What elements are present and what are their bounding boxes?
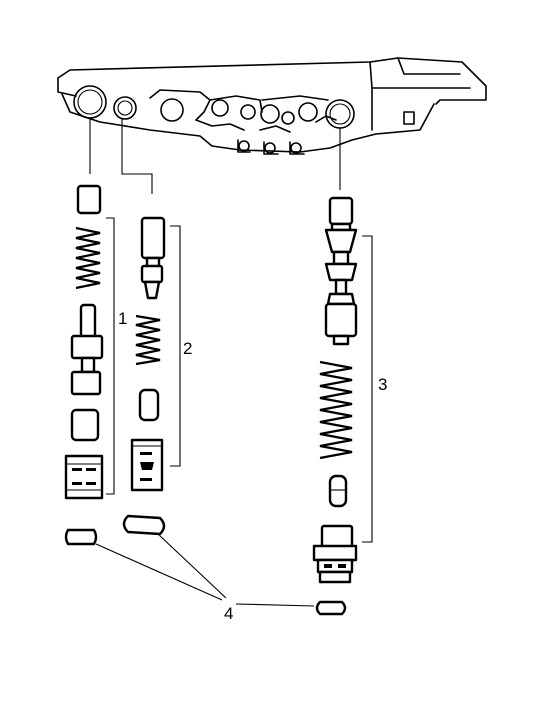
valve-stack-1 [64,184,115,500]
leader-lines [89,118,341,194]
callout-4: 4 [224,604,233,623]
bracket-1 [106,217,115,495]
seal-ring-2 [122,514,166,536]
valve-stack-3 [312,196,373,584]
callout-3: 3 [378,375,387,394]
callout-1: 1 [118,309,127,328]
spring-2 [135,314,161,366]
callout-2: 2 [183,339,192,358]
plug-4 [328,474,348,508]
sleeve-3 [312,524,358,584]
valve-body-housing [57,57,487,155]
seal-ring-3 [315,600,347,616]
valve-2 [140,216,166,300]
valve-3 [324,196,358,346]
plug-1 [76,184,102,215]
valve-stack-2 [130,216,181,492]
bracket-3 [362,235,373,543]
plug-2 [70,408,100,442]
plug-3 [138,388,160,422]
spring-3 [319,360,353,460]
seal-ring-1 [64,528,98,546]
bracket-2 [170,225,181,467]
sleeve-1 [64,454,104,500]
spring-1 [75,226,101,290]
sleeve-2 [130,438,164,492]
valve-1 [70,303,104,396]
seal-rings [64,514,347,616]
